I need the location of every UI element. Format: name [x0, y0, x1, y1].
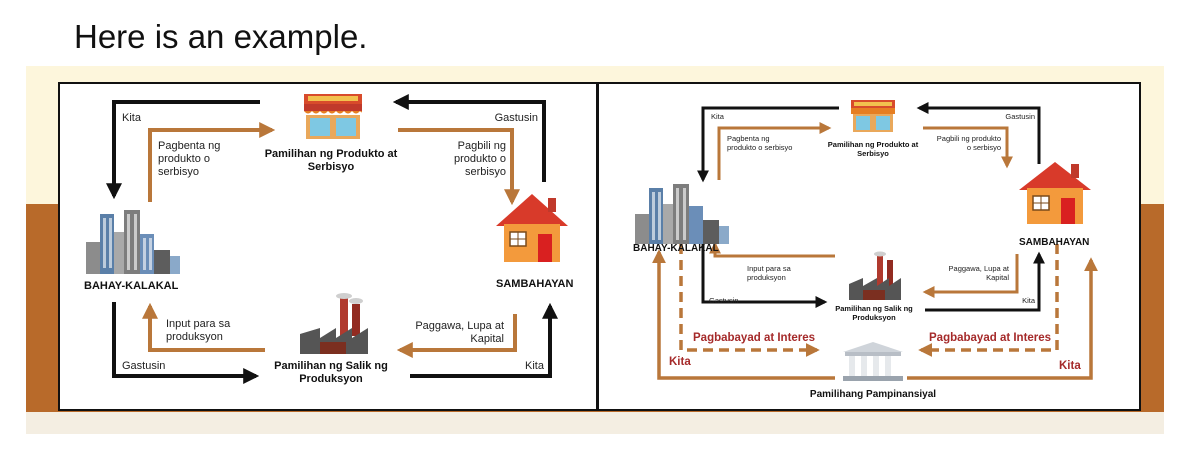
arrow-interes-left [679, 244, 820, 357]
arrow-pagbenta [148, 122, 276, 202]
label-kita-mid: Kita [1022, 296, 1035, 305]
right-diagram-graphics [635, 100, 1098, 381]
arrow-gastusin-top [392, 94, 546, 182]
label-kita-top: Kita [711, 112, 724, 121]
arrow-input [709, 241, 835, 258]
arrow-kita-top [697, 106, 839, 183]
arrow-paggawa [922, 254, 1019, 298]
node-factor-market: Pamilihan ng Salik ng Produksyon [274, 360, 388, 385]
house-icon [1019, 162, 1091, 224]
label-kita-left: Kita [669, 356, 691, 368]
label-gastusin-mid: Gastusin [709, 296, 739, 305]
arrow-kita-top [106, 100, 260, 200]
label-paggawa: Paggawa, Lupa at Kapital [415, 320, 504, 345]
label-kita-top: Kita [122, 112, 141, 124]
label-gastusin-top: Gastusin [1005, 112, 1035, 121]
arrow-kita-right [907, 257, 1098, 380]
node-factor-market: Pamilihan ng Salik ng Produksyon [835, 304, 913, 322]
arrow-interes-right [918, 244, 1059, 357]
node-business: BAHAY-KALAKAL [633, 243, 719, 254]
arrow-input [142, 302, 265, 352]
label-pagbenta: Pagbenta ng produkto o serbisyo [727, 134, 793, 152]
node-business: BAHAY-KALAKAL [84, 280, 179, 292]
circular-flow-diagram-financial: Kita Gastusin Pagbenta ng produkto o ser… [597, 82, 1141, 411]
arrow-kita-left [652, 249, 835, 380]
store-icon [851, 100, 895, 132]
node-household: SAMBAHAYAN [1019, 237, 1090, 248]
city-buildings-icon [635, 184, 729, 244]
label-paggawa: Paggawa, Lupa at Kapital [948, 264, 1009, 282]
factory-icon [300, 293, 368, 354]
arrow-kita-mid [925, 251, 1045, 312]
label-gastusin-top: Gastusin [494, 112, 538, 124]
arrow-paggawa [396, 314, 517, 358]
left-diagram-graphics [86, 94, 568, 384]
label-kita-bottom: Kita [525, 360, 544, 372]
node-financial-market: Pamilihang Pampinansiyal [809, 389, 937, 400]
label-gastusin-bottom: Gastusin [122, 360, 166, 372]
label-pagbili: Pagbili ng produkto o serbisyo [454, 140, 506, 178]
house-icon [496, 194, 568, 262]
label-kita-right: Kita [1059, 360, 1081, 372]
label-input: Input para sa produksyon [166, 318, 231, 343]
label-pagbenta: Pagbenta ng produkto o serbisyo [158, 140, 221, 178]
arrow-kita-bottom [410, 302, 558, 378]
label-pagbili: Pagbili ng produkto o serbisyo [936, 134, 1001, 152]
node-market: Pamilihan ng Produkto at Serbisyo [264, 148, 398, 173]
label-interes-right: Pagbabayad at Interes [929, 332, 1052, 344]
factory-icon [849, 251, 901, 300]
city-buildings-icon [86, 210, 180, 274]
arrow-pagbili [398, 128, 520, 206]
arrow-pagbenta [717, 122, 832, 180]
page-heading: Here is an example. [74, 18, 368, 55]
bank-icon [843, 342, 903, 381]
circular-flow-diagram-basic: Kita Gastusin Pagbenta ng produkto o ser… [58, 82, 598, 411]
arrow-pagbili [923, 126, 1013, 169]
label-interes-left: Pagbabayad at Interes [693, 332, 816, 344]
arrow-gastusin-top [916, 102, 1041, 164]
label-input: Input para sa produksyon [747, 264, 791, 282]
arrow-gastusin-bottom [112, 302, 260, 384]
arrow-gastusin-mid [701, 244, 828, 308]
node-household: SAMBAHAYAN [496, 278, 574, 290]
node-market: Pamilihan ng Produkto at Serbisyo [827, 140, 919, 158]
store-icon [304, 94, 362, 139]
